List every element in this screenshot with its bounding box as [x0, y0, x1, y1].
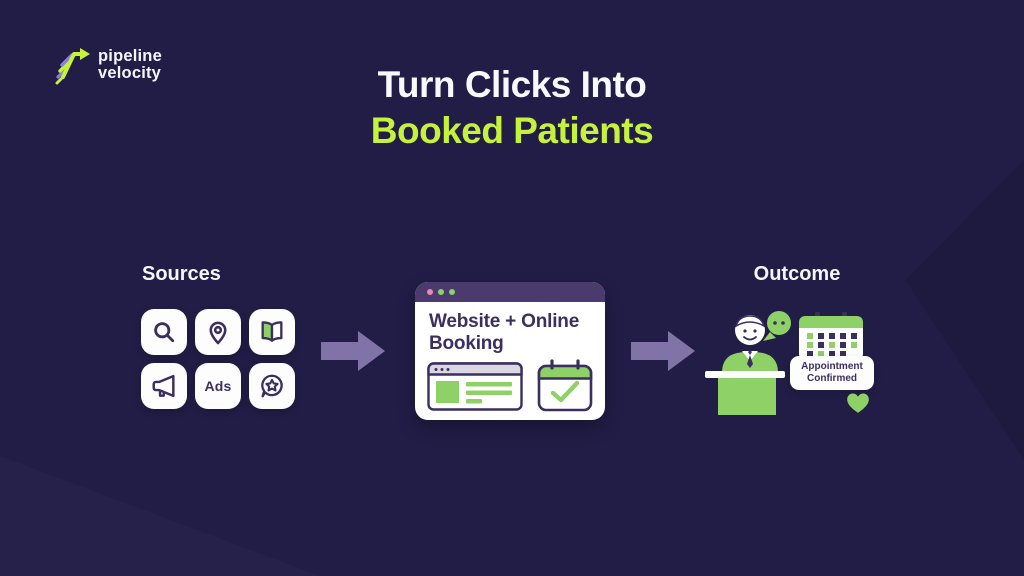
- website-card-art: [427, 358, 593, 412]
- source-tile-location: [195, 309, 241, 355]
- window-dot-icon: [438, 289, 444, 295]
- website-booking-card: Website + Online Booking: [415, 282, 605, 420]
- location-pin-icon: [209, 321, 227, 345]
- booking-calendar-icon: [537, 359, 593, 412]
- logo-text: pipeline velocity: [98, 48, 162, 82]
- logo-word-pipeline: pipeline: [98, 47, 162, 65]
- window-dot-icon: [449, 289, 455, 295]
- logo-word-velocity: velocity: [98, 64, 162, 82]
- website-illustration: [427, 362, 523, 411]
- heart-icon: [847, 393, 869, 413]
- sources-icon-grid: Ads: [141, 309, 295, 409]
- flow-arrow-2: [631, 331, 695, 371]
- flow-arrow-1: [321, 331, 385, 371]
- website-card-title: Website + Online Booking: [429, 311, 580, 354]
- outcome-calendar-icon: [799, 312, 863, 360]
- source-tile-reviews: [249, 363, 295, 409]
- outcome-label: Outcome: [753, 263, 841, 285]
- background-shape-bottom-left: [0, 456, 320, 576]
- source-tile-search: [141, 309, 187, 355]
- receptionist-illustration: [705, 311, 791, 415]
- source-tile-ads: Ads: [195, 363, 241, 409]
- sources-label: Sources: [142, 263, 221, 285]
- review-star-icon: [261, 374, 283, 398]
- open-book-icon: [261, 321, 283, 342]
- pipeline-velocity-logo-icon: [55, 48, 90, 85]
- title-line-2: Booked Patients: [370, 110, 654, 151]
- window-dot-icon: [427, 289, 433, 295]
- source-tile-directory: [249, 309, 295, 355]
- appointment-confirmed-text: Appointment Confirmed: [801, 361, 863, 384]
- megaphone-icon: [152, 374, 175, 398]
- source-tile-megaphone: [141, 363, 187, 409]
- ads-label: Ads: [204, 378, 232, 394]
- browser-title-bar: [415, 282, 605, 302]
- search-icon: [154, 322, 175, 343]
- appointment-confirmed-badge: Appointment Confirmed: [790, 356, 874, 390]
- background-shape-right: [905, 160, 1024, 460]
- title-line-1: Turn Clicks Into: [377, 64, 647, 105]
- logo: pipeline velocity: [52, 42, 162, 88]
- page-title: Turn Clicks Into Booked Patients: [0, 62, 1024, 154]
